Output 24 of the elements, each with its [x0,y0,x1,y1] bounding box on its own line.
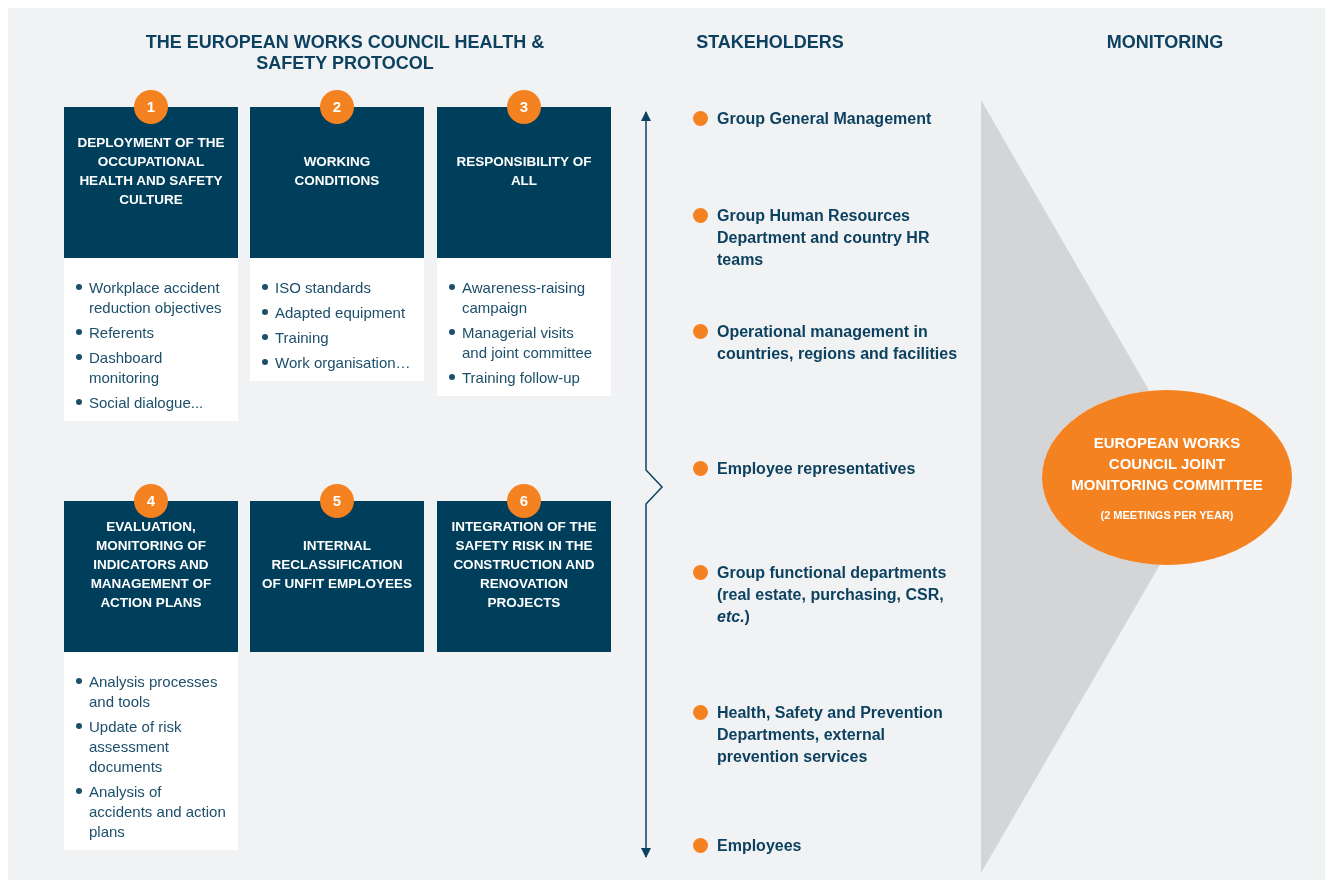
bullet-text: Dashboard monitoring [89,348,164,388]
bullet-text: Workplace accident reduction objectives [89,278,223,318]
stakeholder-text: Health, Safety and Prevention Departments, external prevention services [717,703,944,767]
bullet-text: Training follow-up [462,368,580,388]
stakeholder-text: Employee representatives [717,459,917,479]
bullet-text: Referents [89,323,155,343]
bullet-text: Work organisation… [275,353,411,373]
stakeholder-text: Operational management in countries, regions and facilities [717,322,959,364]
bullet-text: Adapted equipment [275,303,406,323]
stakeholder-text: Employees [717,836,803,856]
column-heading: STAKEHOLDERS [696,32,844,53]
bullet-text: Update of risk assessment documents [89,717,183,777]
stakeholder-text: Group functional departments (real estate, purchasing, CSR, etc.) [717,563,948,627]
bullet-text: Managerial visits and joint committee [462,323,594,363]
bullet-text: Awareness-raising campaign [462,278,587,318]
column-heading: THE EUROPEAN WORKS COUNCIL HEALTH & SAFETY PROTOCOL [145,32,545,74]
column-heading: MONITORING [1106,32,1224,53]
bullet-text: Analysis of accidents and action plans [89,782,226,842]
bullet-text: Analysis processes and tools [89,672,219,712]
bullet-text: Training [275,328,329,348]
stakeholder-text: Group General Management [717,109,933,129]
stakeholder-text: Group Human Resources Department and country HR teams [717,206,931,270]
bullet-text: Social dialogue... [89,393,204,413]
bullet-text: ISO standards [275,278,371,298]
